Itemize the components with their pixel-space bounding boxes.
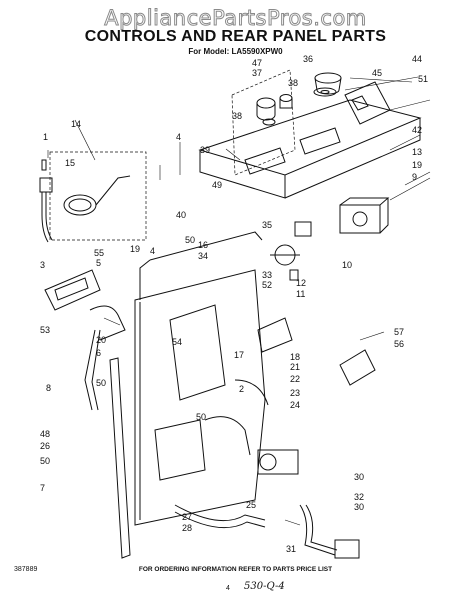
handwritten-note: 530-Q-4 <box>244 581 285 592</box>
callout-labels: 47 37 36 44 45 51 38 38 14 4 39 42 1 13 … <box>40 54 428 554</box>
callout: 18 <box>290 352 300 362</box>
rear-panel <box>134 231 266 526</box>
knob-group <box>256 72 342 126</box>
callout: 39 <box>200 145 210 155</box>
callout: 51 <box>418 74 428 84</box>
callout: 30 <box>354 502 364 512</box>
callout: 38 <box>288 78 298 88</box>
callout: 28 <box>182 523 192 533</box>
dispenser-cover <box>44 269 101 311</box>
callout: 52 <box>262 280 272 290</box>
callout: 19 <box>412 160 422 170</box>
callout: 4 <box>150 246 155 256</box>
hose-bracket <box>339 349 376 386</box>
pump-and-hoses <box>174 317 360 559</box>
callout: 50 <box>185 235 195 245</box>
callout: 53 <box>40 325 50 335</box>
callout: 25 <box>246 500 256 510</box>
callout: 13 <box>412 147 422 157</box>
diagram-title: CONTROLS AND REAR PANEL PARTS <box>84 28 387 45</box>
callout: 57 <box>394 327 404 337</box>
callout: 17 <box>234 350 244 360</box>
callout: 2 <box>239 384 244 394</box>
leader-lines <box>47 76 431 526</box>
drawing-code: 387889 <box>14 566 38 573</box>
callout: 40 <box>176 210 186 220</box>
ordering-instruction: FOR ORDERING INFORMATION REFER TO PARTS … <box>138 566 333 573</box>
callout: 21 <box>290 362 300 372</box>
callout: 8 <box>46 383 51 393</box>
callout: 50 <box>40 456 50 466</box>
callout: 22 <box>290 374 300 384</box>
callout: 34 <box>198 251 208 261</box>
callout: 16 <box>198 240 208 250</box>
callout: 6 <box>96 348 101 358</box>
page-number: 4 <box>226 585 230 592</box>
callout: 26 <box>40 441 50 451</box>
callout: 9 <box>412 172 417 182</box>
side-rail <box>109 357 131 559</box>
callout: 27 <box>182 512 192 522</box>
callout: 32 <box>354 492 364 502</box>
callout: 23 <box>290 388 300 398</box>
callout: 3 <box>40 260 45 270</box>
callout: 36 <box>303 54 313 64</box>
callout: 50 <box>196 412 206 422</box>
callout: 12 <box>296 278 306 288</box>
callout: 4 <box>176 132 181 142</box>
callout: 37 <box>252 68 262 78</box>
callout: 30 <box>354 472 364 482</box>
callout: 10 <box>342 260 352 270</box>
callout: 55 <box>94 248 104 258</box>
callout: 49 <box>212 180 222 190</box>
callout: 20 <box>96 335 106 345</box>
callout: 5 <box>96 258 101 268</box>
callout: 35 <box>262 220 272 230</box>
callout: 56 <box>394 339 404 349</box>
callout: 45 <box>372 68 382 78</box>
callout: 1 <box>43 132 48 142</box>
callout: 19 <box>130 244 140 254</box>
drain-hose <box>84 305 126 411</box>
timer-switch-parts <box>270 81 391 281</box>
power-cord-and-hoses <box>39 151 147 243</box>
callout: 50 <box>96 378 106 388</box>
callout: 31 <box>286 544 296 554</box>
callout: 24 <box>290 400 300 410</box>
callout: 48 <box>40 429 50 439</box>
callout: 54 <box>172 337 182 347</box>
callout: 15 <box>65 158 75 168</box>
site-watermark: AppliancePartsPros.com <box>104 6 367 31</box>
model-subtitle: For Model: LA5590XPW0 <box>188 47 283 56</box>
callout: 38 <box>232 111 242 121</box>
callout: 11 <box>296 289 305 299</box>
control-console <box>198 69 422 199</box>
callout: 33 <box>262 270 272 280</box>
callout: 44 <box>412 54 422 64</box>
callout: 7 <box>40 483 45 493</box>
callout: 42 <box>412 125 422 135</box>
callout: 14 <box>71 119 81 129</box>
callout: 47 <box>252 58 262 68</box>
